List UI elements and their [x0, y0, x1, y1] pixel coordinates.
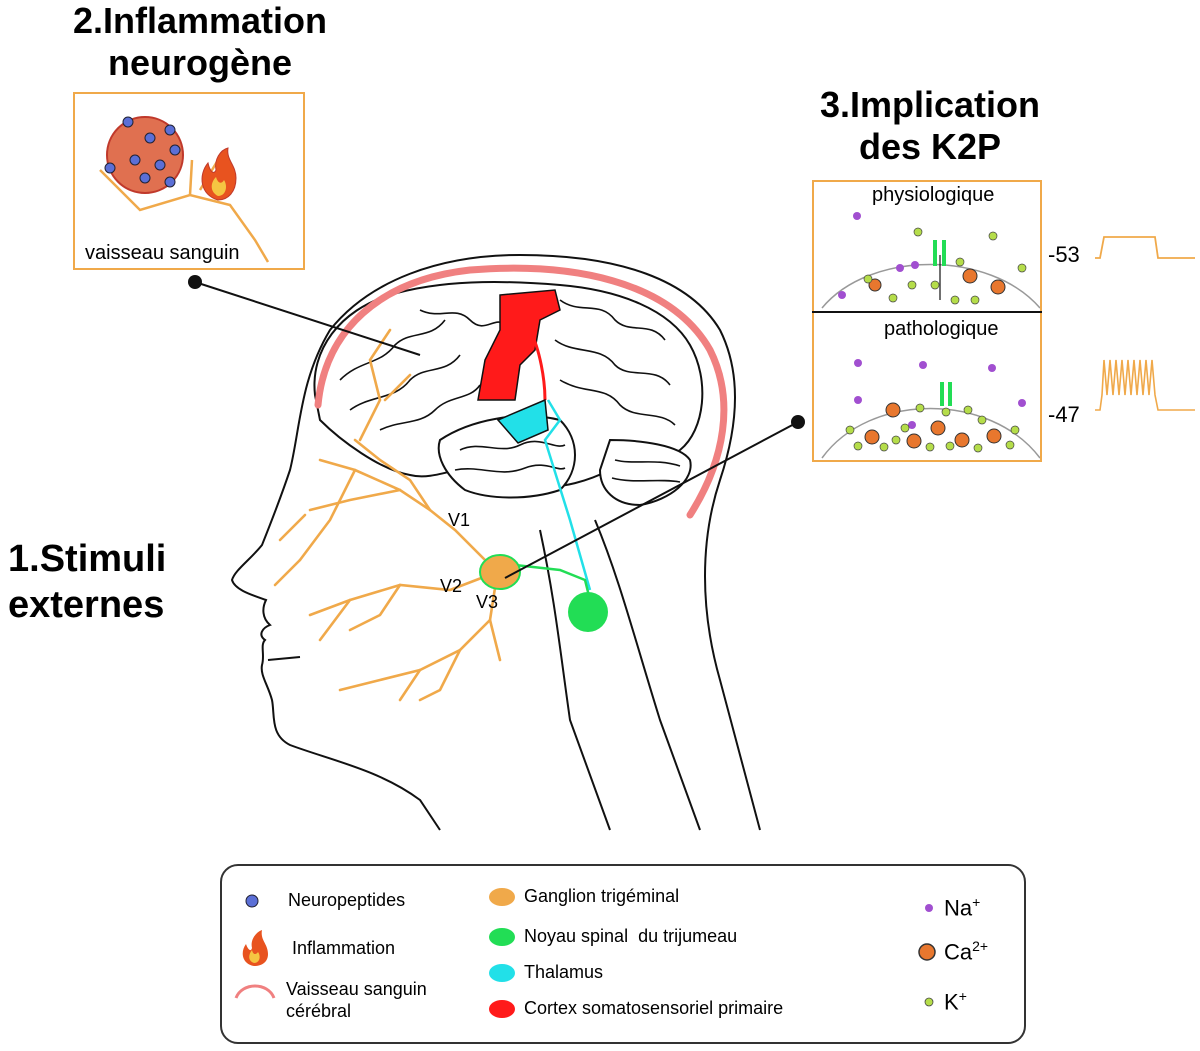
title-k2p: 3.Implication des K2P [780, 84, 1080, 168]
legend-label-k: K+ [944, 988, 967, 1015]
legend-item-ganglion: Ganglion trigéminal [488, 886, 679, 907]
legend-item-k: K+ [922, 988, 967, 1015]
cortex-icon [489, 999, 515, 1018]
trigeminal-ganglion [479, 554, 521, 590]
legend-label-thalamus: Thalamus [524, 962, 604, 982]
nerve-ending [99, 169, 270, 263]
na-ion-icon [925, 903, 933, 912]
connector-inflammation [194, 281, 421, 356]
na-sup: + [972, 894, 981, 910]
trace-top [1095, 236, 1195, 259]
fire-icon [242, 930, 268, 966]
ca-ion-icon [918, 942, 936, 961]
trace-bottom [1095, 359, 1195, 411]
inflammation-box-drawing [99, 116, 270, 263]
title-stimuli-line2: externes [8, 584, 165, 626]
membrane-top [821, 263, 1041, 309]
title-stimuli: 1.Stimuli externes [8, 536, 248, 628]
branch-label-v1: V1 [448, 510, 471, 530]
membrane-bottom [821, 407, 1041, 459]
title-inflammation-line1: 2.Inflammation [72, 0, 328, 41]
legend-label-vessel-line2: cérébral [286, 1001, 352, 1021]
legend-label-na: Na+ [944, 894, 980, 921]
legend-label-vessel: Vaisseau sanguin cérébral [286, 978, 427, 1022]
thalamus-region [496, 398, 549, 444]
legend-label-ganglion: Ganglion trigéminal [524, 886, 680, 906]
k2p-top-panel [821, 212, 1195, 309]
k2p-box [812, 180, 1042, 462]
neck-line-2 [594, 519, 701, 831]
fire-icon [201, 147, 237, 201]
vessel-icon [234, 984, 276, 999]
branch-label-v2: V2 [440, 576, 463, 596]
legend-item-na: Na+ [922, 894, 980, 921]
inflammation-box-label: vaisseau sanguin [85, 242, 240, 264]
spinal-nucleus [568, 592, 608, 632]
title-stimuli-line1: 1.Stimuli [8, 538, 167, 580]
k2p-top-label: physiologique [872, 184, 995, 206]
title-inflammation: 2.Inflammation neurogène [40, 0, 360, 84]
trigeminal-nerves [273, 328, 502, 702]
branch-label-v3: V3 [476, 592, 499, 612]
mouth-line [267, 656, 301, 661]
inflamed-cell [106, 116, 184, 194]
cortex-region [477, 289, 561, 401]
legend-label-vessel-line1: Vaisseau sanguin [286, 979, 427, 999]
legend-label-cortex: Cortex somatosensoriel primaire [524, 998, 784, 1018]
brain-gyri [339, 299, 681, 483]
spinal-icon [489, 927, 515, 946]
connector-k2p [504, 421, 799, 579]
legend-label-ca: Ca2+ [944, 938, 988, 965]
k2p-divider [812, 311, 1042, 313]
title-inflammation-line2: neurogène [107, 42, 293, 83]
legend-label-inflammation: Inflammation [292, 937, 396, 958]
legend-item-cortex: Cortex somatosensoriel primaire [488, 998, 783, 1019]
legend-item-inflammation: Inflammation [236, 928, 395, 968]
ions-bottom [845, 359, 1026, 453]
ganglion-icon [489, 887, 515, 906]
title-k2p-line2: des K2P [858, 126, 1002, 167]
legend-label-neuropeptides: Neuropeptides [288, 890, 406, 910]
legend-item-thalamus: Thalamus [488, 962, 603, 983]
k2p-bottom-label: pathologique [884, 318, 999, 340]
neuropeptide-icon [245, 894, 259, 907]
inflammation-box [73, 92, 305, 270]
connector-dot-k2p [791, 415, 805, 429]
potential-bottom: -47 [1048, 402, 1080, 427]
head-outline [230, 253, 761, 831]
legend-item-vessel: Vaisseau sanguin cérébral [232, 978, 427, 1022]
ca-base: Ca [944, 939, 973, 965]
k-sup: + [958, 988, 967, 1004]
thalamus-tract [543, 399, 592, 591]
legend-label-spinal: Noyau spinal du trijumeau [524, 926, 738, 946]
legend-item-ca: Ca2+ [916, 938, 988, 965]
k-base: K [944, 989, 959, 1015]
thalamus-icon [489, 963, 515, 982]
cerebellum [598, 438, 692, 507]
k2p-bottom-panel [821, 359, 1195, 459]
ions-top [838, 212, 1027, 305]
legend-item-spinal: Noyau spinal du trijumeau [488, 926, 737, 947]
title-k2p-line1: 3.Implication [819, 84, 1041, 125]
k-ion-icon [924, 997, 934, 1007]
legend-item-neuropeptides: Neuropeptides [244, 890, 405, 911]
potential-top: -53 [1048, 242, 1080, 267]
na-base: Na [944, 895, 973, 921]
spinal-tract [514, 563, 592, 601]
legend: Neuropeptides Inflammation Vaisseau sang… [220, 864, 1026, 1044]
neuropeptide-dots [104, 116, 181, 188]
cortex-tract [528, 329, 547, 401]
cerebral-vessel [314, 264, 728, 519]
connector-dot-inflammation [188, 275, 202, 289]
ca-sup: 2+ [972, 938, 989, 954]
